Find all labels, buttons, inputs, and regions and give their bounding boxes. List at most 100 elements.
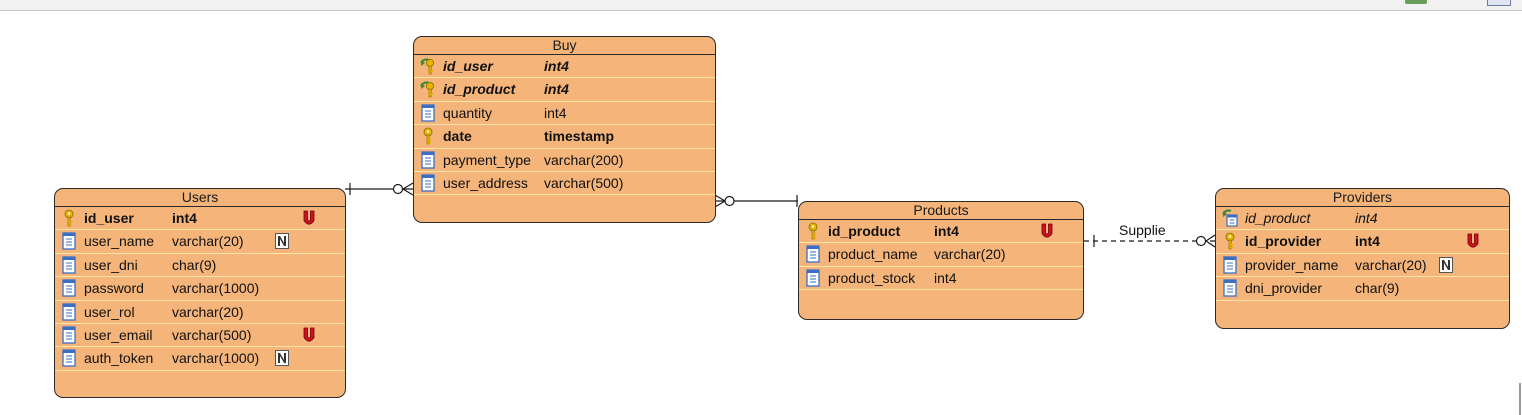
- column-row[interactable]: password varchar(1000): [55, 277, 345, 301]
- column-row[interactable]: id_product int4: [414, 78, 715, 102]
- column-name: password: [84, 280, 144, 297]
- primary-key-icon: [1222, 232, 1238, 250]
- column-type: varchar(200): [544, 151, 624, 168]
- column-row[interactable]: date timestamp: [414, 125, 715, 149]
- column-row[interactable]: user_dni char(9): [55, 254, 345, 278]
- entity-title[interactable]: Providers: [1216, 189, 1509, 207]
- column-icon: [1222, 256, 1238, 274]
- column-row[interactable]: payment_type varchar(200): [414, 149, 715, 172]
- column-name: id_product: [1245, 210, 1311, 226]
- column-name: id_user: [84, 210, 134, 226]
- column-type: int4: [934, 223, 959, 239]
- users-buy-link[interactable]: [345, 182, 414, 196]
- column-type: varchar(1000): [172, 280, 260, 297]
- column-name: user_name: [84, 233, 155, 250]
- column-name: id_product: [828, 223, 901, 239]
- column-icon: [61, 232, 77, 251]
- column-icon: [61, 302, 77, 321]
- column-type: varchar(500): [172, 326, 252, 343]
- column-icon: [61, 256, 77, 274]
- column-type: timestamp: [544, 128, 615, 145]
- foreign-primary-key-icon: [420, 80, 436, 98]
- entity-products[interactable]: Products id_product int4 product_name varcha…: [798, 201, 1084, 320]
- not-null-badge-icon: [275, 233, 289, 250]
- column-icon: [420, 150, 436, 169]
- scrollbar[interactable]: [1519, 383, 1521, 415]
- column-icon: [61, 326, 77, 344]
- column-row[interactable]: id_user int4: [55, 207, 345, 231]
- column-icon: [420, 174, 436, 192]
- column-type: char(9): [172, 256, 217, 273]
- column-type: int4: [172, 210, 197, 226]
- foreign-primary-key-icon: [420, 57, 436, 75]
- column-name: provider_name: [1245, 256, 1339, 273]
- column-row[interactable]: product_stock int4: [799, 267, 1083, 291]
- column-row[interactable]: id_product int4: [1216, 207, 1509, 231]
- not-null-badge-icon: [275, 350, 289, 367]
- buy-products-link[interactable]: [714, 194, 798, 208]
- column-row[interactable]: user_address varchar(500): [414, 172, 715, 196]
- column-type: int4: [544, 58, 569, 74]
- entity-buy[interactable]: Buy id_user int4 id_product int4 quantity int4…: [413, 36, 716, 223]
- column-name: product_name: [828, 246, 918, 263]
- column-name: user_address: [443, 174, 528, 191]
- primary-key-icon: [61, 209, 77, 227]
- column-type: varchar(20): [1355, 256, 1427, 273]
- not-null-badge-icon: [1439, 256, 1453, 273]
- unique-badge-icon: [1466, 233, 1480, 249]
- column-name: id_user: [443, 58, 493, 74]
- column-name: id_provider: [1245, 233, 1322, 250]
- column-icon: [805, 245, 821, 264]
- relationship-label[interactable]: Supplie: [1119, 222, 1166, 238]
- toolbar-icon[interactable]: [1405, 0, 1427, 4]
- column-type: varchar(20): [172, 303, 244, 320]
- column-name: date: [443, 128, 472, 145]
- column-row[interactable]: user_email varchar(500): [55, 324, 345, 348]
- column-name: payment_type: [443, 151, 531, 168]
- column-icon: [61, 349, 77, 367]
- column-type: int4: [934, 269, 957, 286]
- column-icon: [805, 269, 821, 287]
- column-row[interactable]: auth_token varchar(1000): [55, 347, 345, 371]
- column-type: int4: [544, 104, 567, 121]
- column-row[interactable]: product_name varchar(20): [799, 243, 1083, 267]
- column-row[interactable]: provider_name varchar(20): [1216, 254, 1509, 278]
- column-icon: [1222, 279, 1238, 297]
- foreign-key-icon: [1222, 209, 1238, 227]
- column-row[interactable]: id_user int4: [414, 55, 715, 79]
- column-type: varchar(20): [934, 246, 1006, 263]
- primary-key-icon: [420, 127, 436, 145]
- entity-title[interactable]: Buy: [414, 37, 715, 55]
- column-type: varchar(1000): [172, 350, 260, 367]
- column-row[interactable]: user_name varchar(20): [55, 230, 345, 254]
- column-name: product_stock: [828, 269, 916, 286]
- column-name: user_dni: [84, 256, 138, 273]
- column-row[interactable]: quantity int4: [414, 102, 715, 126]
- unique-badge-icon: [302, 210, 316, 226]
- primary-key-icon: [805, 222, 821, 240]
- entity-title[interactable]: Users: [55, 189, 345, 207]
- column-name: quantity: [443, 104, 493, 121]
- entity-title[interactable]: Products: [799, 202, 1083, 220]
- column-type: int4: [544, 81, 569, 98]
- column-row[interactable]: id_product int4: [799, 220, 1083, 244]
- column-icon: [420, 104, 436, 122]
- column-type: varchar(20): [172, 233, 244, 250]
- toolbar-icon[interactable]: [1487, 0, 1511, 6]
- column-name: id_product: [443, 81, 516, 98]
- column-name: dni_provider: [1245, 280, 1323, 297]
- column-type: int4: [1355, 210, 1378, 226]
- products-providers-link[interactable]: [1084, 234, 1216, 248]
- column-name: user_email: [84, 326, 153, 343]
- unique-badge-icon: [302, 327, 316, 343]
- column-name: auth_token: [84, 350, 154, 367]
- toolbar-strip: [0, 0, 1522, 11]
- column-type: varchar(500): [544, 174, 624, 191]
